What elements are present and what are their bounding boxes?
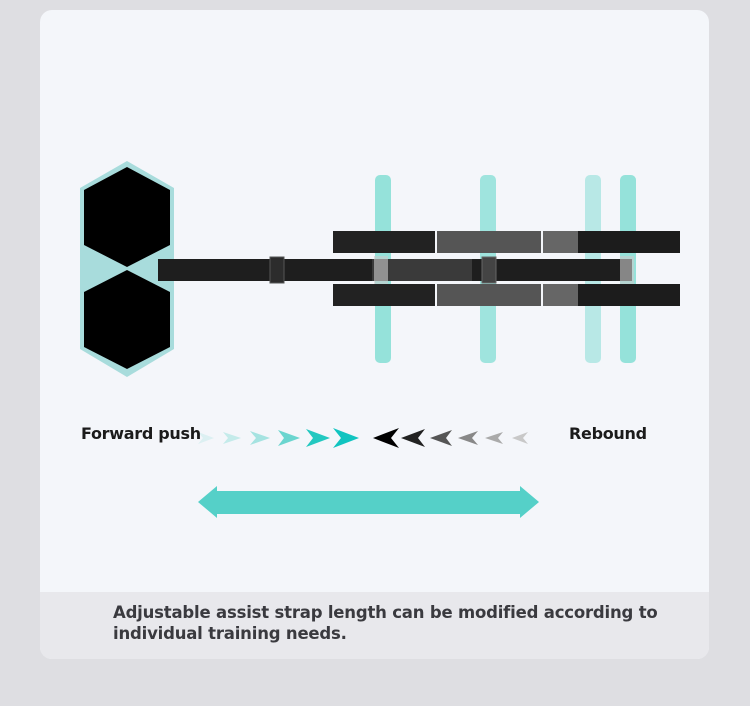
assist-strap	[158, 256, 634, 284]
ab-roller-illustration	[80, 161, 680, 518]
forward-push-label: Forward push	[81, 424, 201, 443]
caption-band: Adjustable assist strap length can be mo…	[40, 592, 709, 659]
product-card: Forward push Rebound Adjustable assist s…	[40, 10, 709, 659]
caption-text: Adjustable assist strap length can be mo…	[113, 603, 658, 643]
wheels	[333, 231, 680, 306]
rebound-label: Rebound	[569, 424, 647, 443]
double-arrow-icon	[198, 486, 539, 518]
knee-pad	[80, 161, 174, 377]
rebound-chevrons	[373, 428, 528, 448]
forward-chevrons	[198, 428, 359, 448]
